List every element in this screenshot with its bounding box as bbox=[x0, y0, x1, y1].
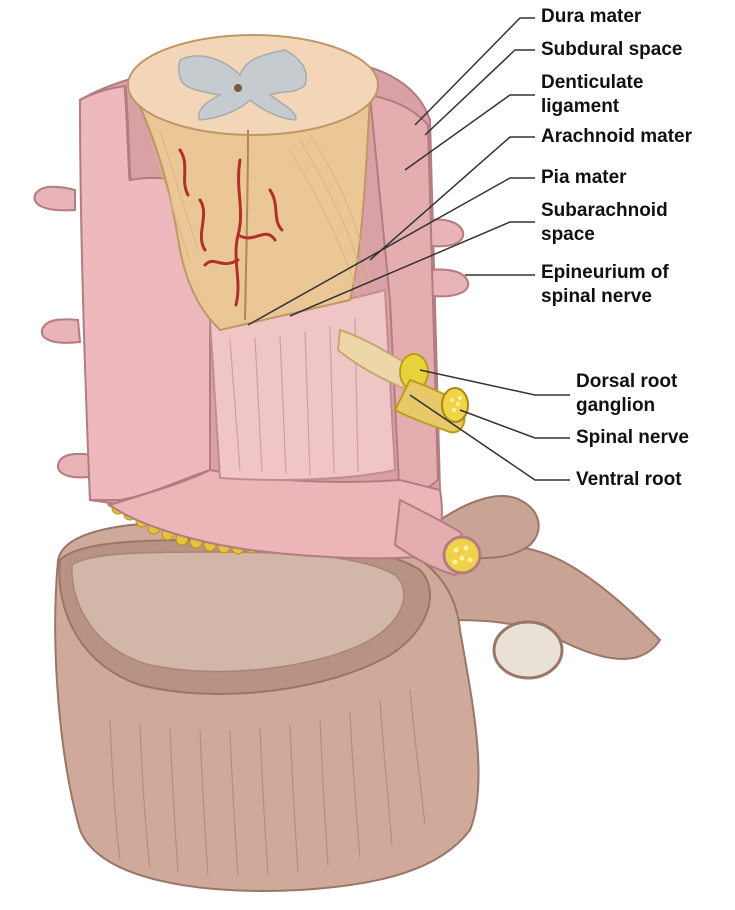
label-subarachnoid-space: Subarachnoid space bbox=[541, 199, 668, 247]
label-denticulate-line1: Denticulate bbox=[541, 71, 643, 95]
spinal-nerve-cross-section bbox=[442, 388, 468, 422]
right-root-sleeve-2 bbox=[430, 270, 468, 297]
label-ventral-root: Ventral root bbox=[576, 468, 682, 492]
leader-dorsal-root-ganglion bbox=[420, 370, 570, 395]
label-dura-mater: Dura mater bbox=[541, 5, 641, 29]
label-denticulate-ligament: Denticulate ligament bbox=[541, 71, 643, 119]
leader-spinal-nerve bbox=[460, 410, 570, 438]
lower-nerve-cross-section bbox=[444, 537, 480, 573]
label-subarachnoid-line1: Subarachnoid bbox=[541, 199, 668, 223]
left-root-sleeve-2 bbox=[42, 319, 80, 343]
label-epineurium: Epineurium of spinal nerve bbox=[541, 261, 669, 309]
leader-dura-mater bbox=[415, 18, 535, 125]
label-subarachnoid-line2: space bbox=[541, 223, 668, 247]
label-subdural-space: Subdural space bbox=[541, 38, 683, 62]
label-epineurium-line2: spinal nerve bbox=[541, 285, 669, 309]
label-spinal-nerve: Spinal nerve bbox=[576, 426, 689, 450]
transverse-process-end bbox=[494, 622, 562, 678]
label-pia-mater: Pia mater bbox=[541, 166, 627, 190]
label-denticulate-line2: ligament bbox=[541, 95, 643, 119]
label-dorsal-line1: Dorsal root bbox=[576, 370, 677, 394]
leader-subdural-space bbox=[425, 50, 535, 135]
central-canal bbox=[234, 84, 242, 92]
label-dorsal-root-ganglion: Dorsal root ganglion bbox=[576, 370, 677, 418]
left-root-sleeve-1 bbox=[35, 187, 75, 211]
label-arachnoid-mater: Arachnoid mater bbox=[541, 125, 692, 149]
label-epineurium-line1: Epineurium of bbox=[541, 261, 669, 285]
label-dorsal-line2: ganglion bbox=[576, 394, 677, 418]
right-root-sleeve-1 bbox=[428, 220, 463, 247]
